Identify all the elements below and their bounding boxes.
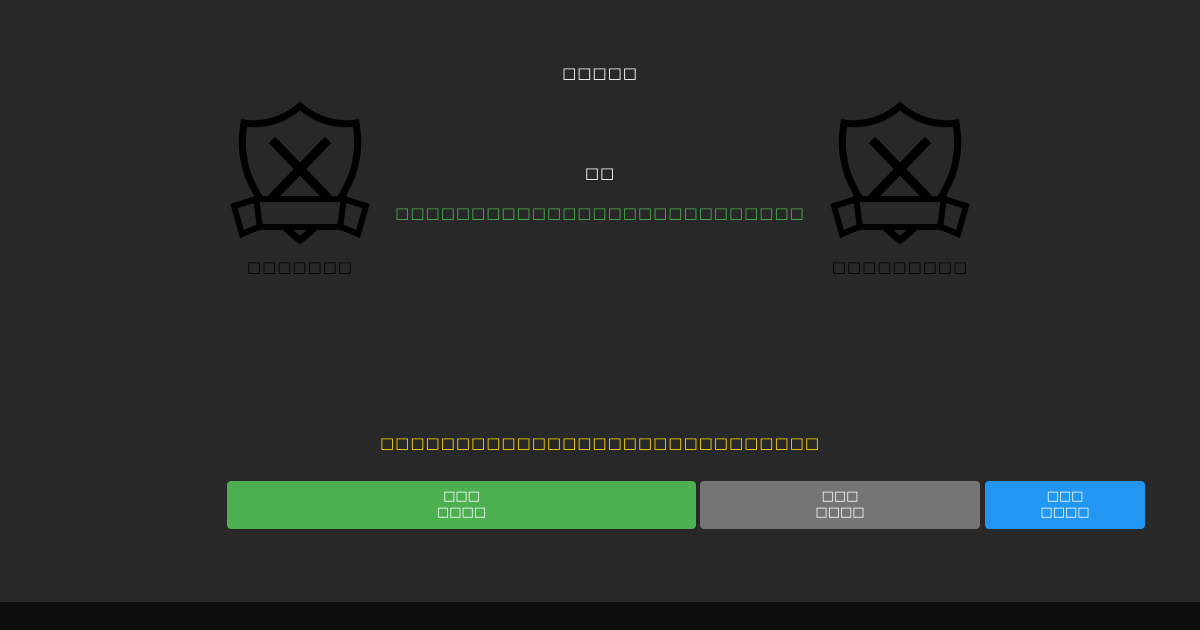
- status-message: □□□□□□□□□□□□□□□□□□□□□□□□□□□: [395, 204, 805, 222]
- button-label-line2: □□□□: [815, 505, 865, 520]
- team-right: □□□□□□□□□: [800, 100, 1000, 276]
- action-button-tertiary[interactable]: □□□ □□□□: [985, 481, 1145, 529]
- bottom-bar: [0, 602, 1200, 630]
- button-label-line1: □□□: [821, 489, 859, 504]
- action-button-secondary[interactable]: □□□ □□□□: [700, 481, 980, 529]
- team-left: □□□□□□□: [200, 100, 400, 276]
- page-title: □□□□□: [562, 64, 638, 82]
- shield-x-icon: [230, 101, 370, 245]
- button-label-line1: □□□: [1046, 489, 1084, 504]
- shield-x-icon: [830, 101, 970, 245]
- button-label-line1: □□□: [443, 489, 480, 504]
- button-label-line2: □□□□: [436, 505, 487, 520]
- team-left-name: □□□□□□□: [246, 258, 354, 276]
- warning-message: □□□□□□□□□□□□□□□□□□□□□□□□□□□□□: [380, 434, 820, 452]
- action-button-primary[interactable]: □□□ □□□□: [227, 481, 696, 529]
- versus-label: □□: [584, 164, 616, 182]
- team-right-name: □□□□□□□□□: [831, 258, 969, 276]
- button-label-line2: □□□□: [1040, 505, 1090, 520]
